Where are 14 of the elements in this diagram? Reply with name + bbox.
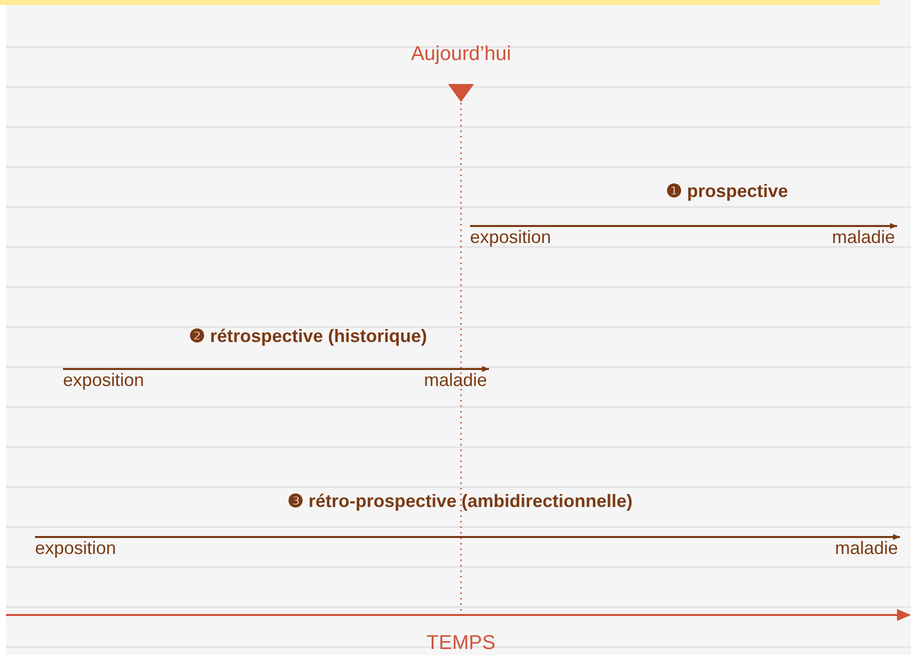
edge-label: ❶ prospective bbox=[666, 180, 788, 202]
timeline-end-label: exposition bbox=[470, 226, 552, 248]
timeline-arrow bbox=[470, 223, 897, 229]
today-label: Aujourd’hui bbox=[410, 42, 512, 66]
axis-label: TEMPS bbox=[426, 631, 496, 655]
edge-label: ❸ rétro-prospective (ambidirectionnelle) bbox=[287, 490, 633, 512]
edge-label: ❷ rétrospective (historique) bbox=[188, 325, 428, 347]
timeline-end-label: maladie bbox=[832, 226, 895, 248]
timeline-end-label: maladie bbox=[834, 537, 898, 559]
timeline-end-label: exposition bbox=[63, 369, 144, 391]
timeline-arrow bbox=[63, 366, 489, 372]
timeline-end-label: maladie bbox=[424, 369, 487, 391]
timeline-arrow bbox=[35, 534, 900, 540]
timeline-end-label: exposition bbox=[35, 537, 116, 559]
